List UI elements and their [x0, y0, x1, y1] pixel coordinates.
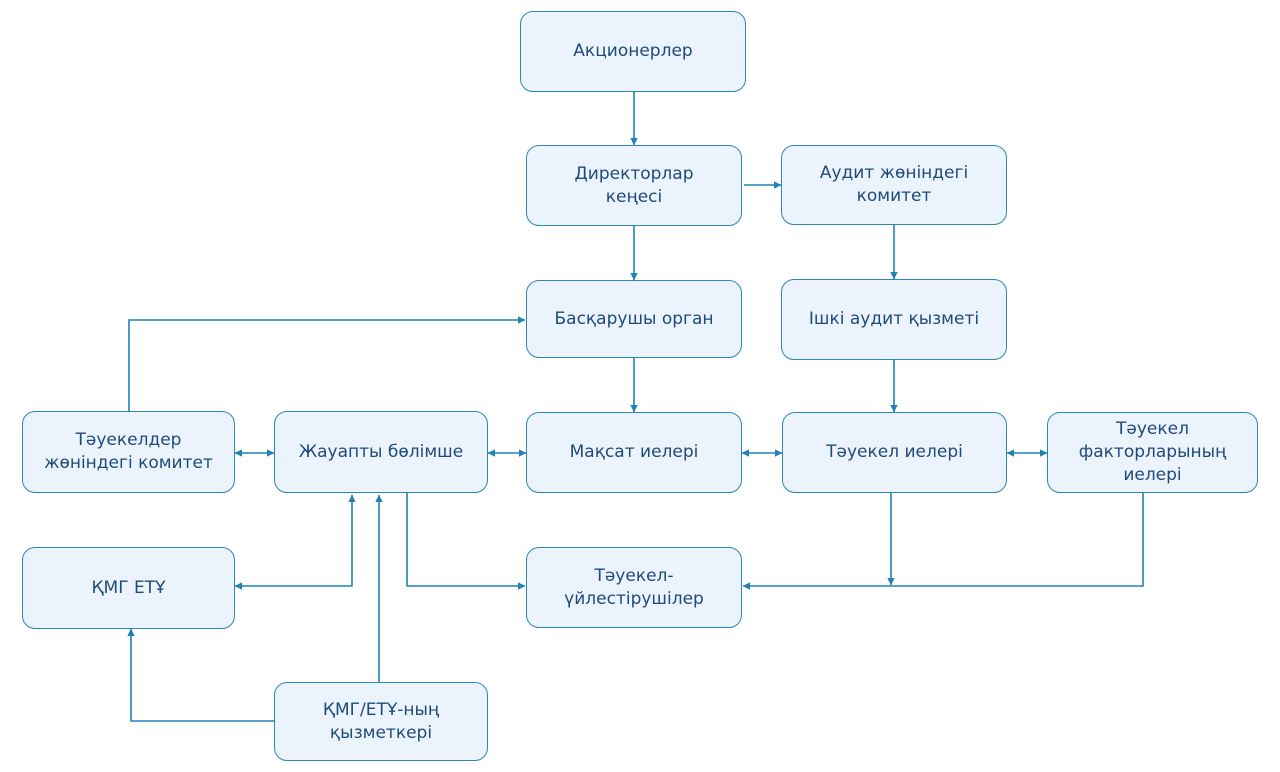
arrow-risk-factor-owners-to-risk-coordinators	[742, 493, 1144, 590]
node-internal-audit: Ішкі аудит қызметі	[781, 279, 1007, 360]
node-shareholders: Акционерлер	[520, 11, 746, 92]
arrow-responsible-unit-to-risk-coordinators	[406, 493, 526, 590]
node-management-body: Басқарушы орган	[526, 280, 742, 358]
node-board-of-directors: Директорлар кеңесі	[526, 145, 742, 226]
node-risk-factor-owners: Тәуекел факторларының иелері	[1047, 412, 1258, 493]
node-kmg-etu-employee: ҚМГ/ЕТҰ-ның қызметкері	[274, 682, 488, 761]
node-risk-owners: Тәуекел иелері	[782, 412, 1007, 493]
node-risk-coordinators: Тәуекел- үйлестірушілер	[526, 547, 742, 628]
node-audit-committee: Аудит жөніндегі комитет	[781, 145, 1007, 225]
arrow-kmg-employee-to-kmg-etu	[127, 628, 275, 722]
node-goal-owners: Мақсат иелері	[526, 412, 742, 493]
node-risk-committee: Тәуекелдер жөніндегі комитет	[22, 411, 235, 493]
node-responsible-unit: Жауапты бөлімше	[274, 411, 488, 493]
arrow-responsible-unit-kmg-etu	[234, 494, 356, 590]
node-kmg-etu: ҚМГ ЕТҰ	[22, 547, 235, 629]
arrow-risk-committee-to-management	[128, 316, 526, 411]
